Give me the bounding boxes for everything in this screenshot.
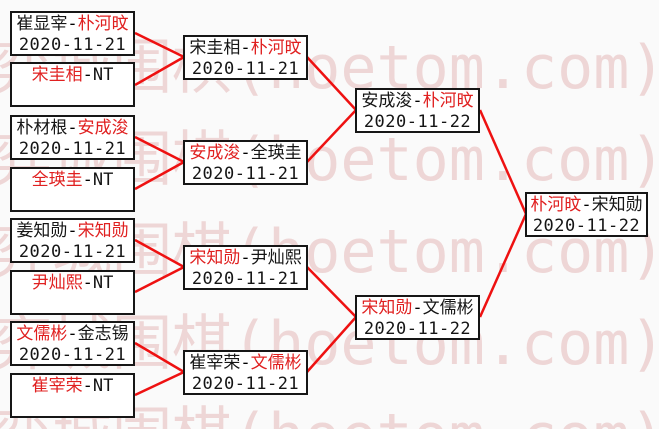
match-box-sf-1: 安成浚-朴河旼 2020-11-22 [355, 88, 480, 133]
player-1-name: 崔宰荣 [31, 376, 83, 396]
match-date: 2020-11-21 [191, 59, 300, 79]
player-2-name: 安成浚 [77, 118, 129, 138]
match-box-r1-1: 崔显宰-朴河旼 2020-11-21 [10, 11, 135, 56]
match-box-r1-7: 文儒彬-金志锡 2020-11-21 [10, 321, 135, 366]
player-1-name: 宋圭相 [31, 65, 83, 85]
match-box-final: 朴河旼-宋知勋 2020-11-22 [525, 192, 648, 237]
player-2-name: 朴河旼 [422, 91, 474, 111]
player-2-name: 文儒彬 [250, 353, 302, 373]
player-2-name: 朴河旼 [77, 14, 129, 34]
match-date: 2020-11-21 [18, 345, 127, 365]
player-1-name: 安成浚 [189, 143, 241, 163]
players-separator: - [412, 91, 423, 111]
match-players: 文儒彬-金志锡 [16, 324, 128, 345]
player-1-name: 崔宰荣 [189, 353, 241, 373]
match-box-sf-2: 宋知勋-文儒彬 2020-11-22 [355, 295, 480, 340]
match-date: 2020-11-21 [191, 269, 300, 289]
match-players: 宋圭相-NT [32, 65, 114, 86]
player-2-name: 朴河旼 [250, 38, 302, 58]
match-date: 2020-11-22 [363, 319, 472, 339]
player-2-name: 宋知勋 [77, 221, 129, 241]
match-players: 宋圭相-朴河旼 [189, 38, 301, 59]
match-players: 崔宰荣-NT [32, 376, 114, 397]
match-date: 2020-11-21 [18, 35, 127, 55]
player-2-name: 宋知勋 [591, 195, 643, 215]
match-date: 2020-11-21 [18, 242, 127, 262]
match-players: 宋知勋-文儒彬 [361, 298, 473, 319]
match-date: 2020-11-22 [363, 112, 472, 132]
match-players: 朴河旼-宋知勋 [530, 195, 642, 216]
watermark-text: 弈城围棋(hoetom.com) [0, 406, 659, 429]
players-separator: - [67, 118, 78, 138]
player-2-name: 全瑛圭 [250, 143, 302, 163]
players-separator: - [67, 14, 78, 34]
match-box-r1-6: 尹灿熙-NT [10, 270, 135, 315]
players-separator: - [82, 376, 93, 396]
player-1-name: 宋知勋 [361, 298, 413, 318]
player-1-name: 朴河旼 [530, 195, 582, 215]
match-players: 安成浚-朴河旼 [361, 91, 473, 112]
player-1-name: 文儒彬 [16, 324, 68, 344]
match-box-r1-4: 全瑛圭-NT [10, 167, 135, 212]
players-separator: - [67, 221, 78, 241]
match-box-r2-1: 宋圭相-朴河旼 2020-11-21 [183, 35, 308, 80]
player-2-name: NT [92, 273, 114, 293]
match-players: 安成浚-全瑛圭 [189, 143, 301, 164]
player-2-name: 文儒彬 [422, 298, 474, 318]
match-box-r2-2: 安成浚-全瑛圭 2020-11-21 [183, 140, 308, 185]
match-players: 宋知勋-尹灿熙 [189, 248, 301, 269]
players-separator: - [82, 65, 93, 85]
match-box-r1-2: 宋圭相-NT [10, 62, 135, 107]
match-date: 2020-11-21 [191, 374, 300, 394]
players-separator: - [82, 170, 93, 190]
match-players: 朴材根-安成浚 [16, 118, 128, 139]
player-1-name: 尹灿熙 [31, 273, 83, 293]
players-separator: - [82, 273, 93, 293]
player-1-name: 崔显宰 [16, 14, 68, 34]
match-players: 姜知勋-宋知勋 [16, 221, 128, 242]
player-1-name: 宋圭相 [189, 38, 241, 58]
player-2-name: 尹灿熙 [250, 248, 302, 268]
player-2-name: NT [92, 376, 114, 396]
players-separator: - [581, 195, 592, 215]
match-players: 全瑛圭-NT [32, 170, 114, 191]
player-1-name: 全瑛圭 [31, 170, 83, 190]
players-separator: - [240, 143, 251, 163]
player-1-name: 朴材根 [16, 118, 68, 138]
match-date: 2020-11-21 [191, 164, 300, 184]
match-box-r2-4: 崔宰荣-文儒彬 2020-11-21 [183, 350, 308, 395]
players-separator: - [67, 324, 78, 344]
player-2-name: NT [92, 65, 114, 85]
match-box-r1-5: 姜知勋-宋知勋 2020-11-21 [10, 218, 135, 263]
player-1-name: 安成浚 [361, 91, 413, 111]
players-separator: - [240, 248, 251, 268]
player-2-name: 金志锡 [77, 324, 129, 344]
players-separator: - [412, 298, 423, 318]
match-box-r1-3: 朴材根-安成浚 2020-11-21 [10, 115, 135, 160]
match-box-r1-8: 崔宰荣-NT [10, 373, 135, 418]
player-1-name: 宋知勋 [189, 248, 241, 268]
match-date: 2020-11-21 [18, 139, 127, 159]
player-2-name: NT [92, 170, 114, 190]
player-1-name: 姜知勋 [16, 221, 68, 241]
players-separator: - [240, 353, 251, 373]
players-separator: - [240, 38, 251, 58]
match-players: 崔显宰-朴河旼 [16, 14, 128, 35]
match-box-r2-3: 宋知勋-尹灿熙 2020-11-21 [183, 245, 308, 290]
match-players: 崔宰荣-文儒彬 [189, 353, 301, 374]
match-date: 2020-11-22 [532, 216, 641, 236]
match-players: 尹灿熙-NT [32, 273, 114, 294]
